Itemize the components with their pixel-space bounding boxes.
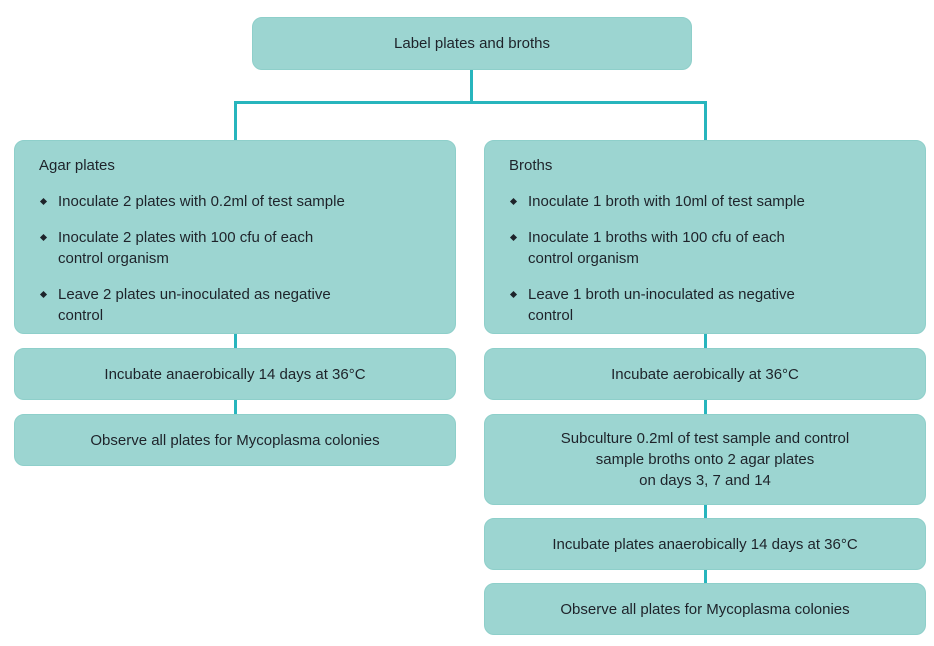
list-item: Inoculate 2 plates with 100 cfu of each … bbox=[39, 227, 439, 269]
node-agar-incubate-anaerobically: Incubate anaerobically 14 days at 36°C bbox=[14, 348, 456, 400]
agar-bullet-1: Inoculate 2 plates with 0.2ml of test sa… bbox=[58, 193, 345, 210]
node-broths: Broths Inoculate 1 broth with 10ml of te… bbox=[484, 140, 926, 334]
agar-bullet-3: Leave 2 plates un-inoculated as negative… bbox=[58, 286, 331, 324]
diamond-bullet-icon bbox=[509, 290, 518, 299]
node-label-plates-and-broths: Label plates and broths bbox=[252, 17, 692, 70]
agar-plates-title: Agar plates bbox=[39, 157, 115, 174]
diamond-bullet-icon bbox=[39, 233, 48, 242]
node-broths-incubate-plates-anaerobically: Incubate plates anaerobically 14 days at… bbox=[484, 518, 926, 570]
node-broths-incubate-aerobically: Incubate aerobically at 36°C bbox=[484, 348, 926, 400]
node-broths-observe-colonies: Observe all plates for Mycoplasma coloni… bbox=[484, 583, 926, 635]
connector-branch-bar bbox=[234, 101, 707, 104]
connector-left-branch-drop bbox=[234, 101, 237, 140]
broths-bullet-1: Inoculate 1 broth with 10ml of test samp… bbox=[528, 193, 805, 210]
connector-right-step-3 bbox=[704, 505, 707, 518]
node-agar-observe-colonies: Observe all plates for Mycoplasma coloni… bbox=[14, 414, 456, 466]
list-item: Leave 1 broth un-inoculated as negative … bbox=[509, 284, 909, 326]
diamond-bullet-icon bbox=[39, 290, 48, 299]
list-item: Leave 2 plates un-inoculated as negative… bbox=[39, 284, 439, 326]
node-agar-plates: Agar plates Inoculate 2 plates with 0.2m… bbox=[14, 140, 456, 334]
broths-title: Broths bbox=[509, 157, 553, 174]
list-item: Inoculate 2 plates with 0.2ml of test sa… bbox=[39, 191, 439, 212]
connector-root-stem bbox=[470, 70, 473, 104]
broths-bullet-2: Inoculate 1 broths with 100 cfu of each … bbox=[528, 229, 785, 267]
list-item: Inoculate 1 broth with 10ml of test samp… bbox=[509, 191, 909, 212]
diamond-bullet-icon bbox=[509, 233, 518, 242]
connector-right-step-2 bbox=[704, 400, 707, 414]
connector-right-step-4 bbox=[704, 570, 707, 583]
broths-bullet-3: Leave 1 broth un-inoculated as negative … bbox=[528, 286, 795, 324]
diamond-bullet-icon bbox=[39, 197, 48, 206]
connector-right-step-1 bbox=[704, 334, 707, 348]
node-broths-subculture: Subculture 0.2ml of test sample and cont… bbox=[484, 414, 926, 505]
diamond-bullet-icon bbox=[509, 197, 518, 206]
agar-bullet-2: Inoculate 2 plates with 100 cfu of each … bbox=[58, 229, 314, 267]
connector-right-branch-drop bbox=[704, 101, 707, 140]
connector-left-step-1 bbox=[234, 334, 237, 348]
list-item: Inoculate 1 broths with 100 cfu of each … bbox=[509, 227, 909, 269]
connector-left-step-2 bbox=[234, 400, 237, 414]
